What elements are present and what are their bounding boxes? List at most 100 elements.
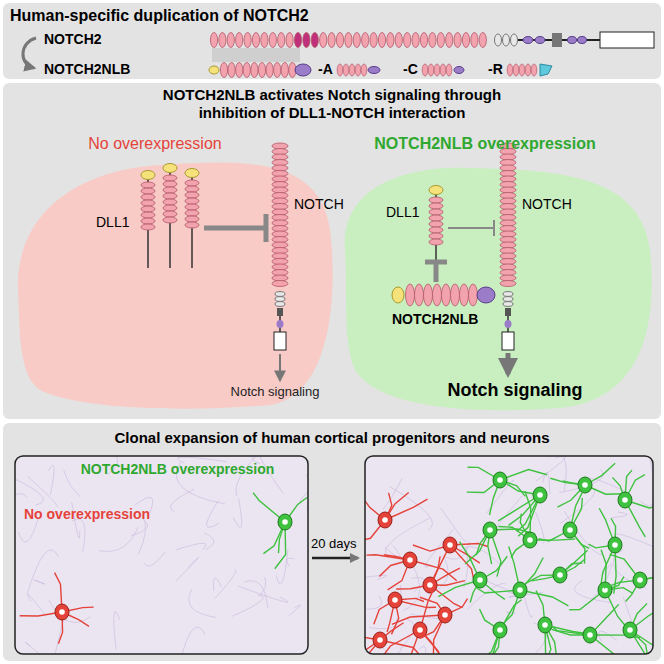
nucleus [537,492,543,498]
lnr-repeat [503,302,513,307]
dsl-domain [185,169,199,178]
nucleus [517,587,523,593]
heading: NOTCH2NLB activates Notch signaling thro… [132,86,532,122]
egf-repeat [349,64,355,76]
egf-repeat [370,33,377,48]
inhibition-bar [493,220,495,236]
neuron [365,623,425,654]
protein-label: NOTCH [294,196,344,213]
egf-repeat [141,206,155,212]
egf-repeat [404,33,411,48]
dll1-ligand [429,186,443,269]
texture-stroke [64,470,80,496]
texture-stroke [365,575,386,579]
nucleus [377,637,383,643]
neuron [536,591,586,654]
lnr-repeat [275,302,285,307]
neuron [550,604,640,654]
texture-stroke [536,456,566,481]
lnr-repeat [495,34,502,46]
egf-repeat [303,33,310,48]
egf-repeat [513,64,519,76]
neuron [569,550,633,626]
notch-receptor [272,143,288,350]
nucleus [442,612,448,618]
egf-repeat [336,33,343,48]
culture-border [365,456,653,654]
texture-stroke [204,533,214,549]
lnr-repeat [511,34,518,46]
nucleus [282,519,288,525]
egf-repeat [446,33,453,48]
egf-repeat [429,215,443,221]
egf-repeat [286,33,293,48]
texture-stroke [49,600,90,622]
signal-arrow [506,353,511,374]
egf-repeat [428,64,434,76]
egf-repeat [415,284,424,306]
texture-stroke [560,487,595,524]
neuron [550,463,624,507]
neuron [476,547,568,627]
texture-stroke [244,581,268,608]
notch-receptor [500,143,516,350]
nucleus [622,497,628,503]
texture-stroke [34,580,45,584]
egf-repeat [442,284,451,306]
egf-repeat [278,33,285,48]
texture-stroke [114,611,120,649]
egf-repeat [236,63,243,78]
protein-label: NOTCH2NLB [392,311,478,328]
soma [618,492,632,508]
egf-repeat [387,33,394,48]
texture-stroke [25,642,67,654]
egf-repeat [228,63,235,78]
nucleus [557,572,563,578]
heading: No overexpression [40,134,270,153]
egf-repeat [434,64,440,76]
heading: NOTCH2NLB overexpression [350,134,620,153]
dll1-ligand [185,169,199,269]
dsl-domain [141,171,155,180]
egf-repeat [163,175,177,181]
egf-repeat [531,64,537,76]
egf-repeat [243,63,250,78]
texture-stroke [287,558,295,566]
egf-repeat [454,33,461,48]
egf-repeat [429,203,443,209]
texture-stroke [15,494,27,497]
tm-domain [552,33,562,47]
texture-stroke [176,557,198,580]
caption-text: Notch signaling [215,384,335,400]
texture-stroke [623,597,636,638]
nucleus [612,542,618,548]
egf-repeat [185,180,199,186]
egf-repeat [185,222,199,228]
protein-label: NOTCH2 [44,31,102,48]
nucleus [417,627,423,633]
soma [523,532,537,548]
tm-domain [277,308,283,316]
neuron [384,588,445,654]
egf-repeat [424,284,433,306]
texture-stroke [383,478,402,509]
egf-repeat [446,64,452,76]
soma [438,607,452,623]
texture-stroke [233,498,242,527]
cell-overexpression [345,168,652,410]
soma [443,537,457,553]
egf-repeat [422,64,428,76]
egf-repeat [412,33,419,48]
soma [55,604,69,620]
neurite [520,590,568,606]
egf-repeat [378,33,385,48]
nucleus [497,477,503,483]
texture-stroke [27,594,45,615]
protein-label: -C [403,61,418,78]
egf-repeat [185,198,199,204]
nucleus [447,542,453,548]
egf-repeat [469,284,478,306]
neuron [20,573,94,644]
nucleus [527,537,533,543]
egf-repeat [429,227,443,233]
